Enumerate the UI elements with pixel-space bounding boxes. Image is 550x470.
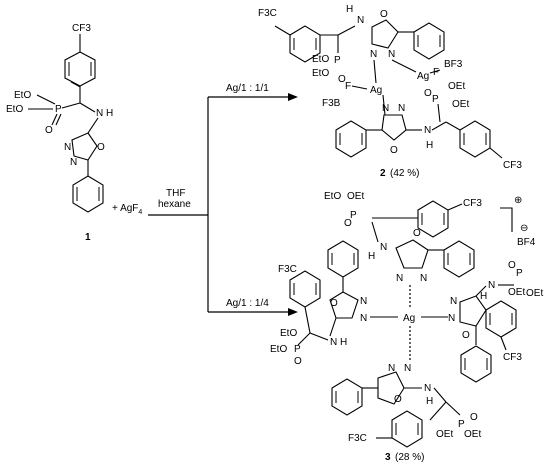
p3-n-4: N [360, 296, 367, 307]
solvent-thf: THF [166, 188, 185, 199]
p2-nh-2: N [424, 125, 431, 136]
p3-cf3-2: F3C [278, 264, 297, 275]
p3-oet-3: OEt [526, 288, 543, 299]
p-oxo-label: O [45, 125, 53, 136]
p3-h-4: H [426, 396, 433, 407]
reagent-label: + AgF4 [112, 203, 142, 216]
p3-cf3-4: F3C [348, 433, 367, 444]
p-label: P [55, 104, 62, 115]
p3-h-2: H [340, 337, 347, 348]
nh-h-label: H [106, 108, 113, 119]
p3-o-7: O [394, 394, 402, 405]
product-2-yield: (42 %) [390, 168, 419, 179]
p3-n-9: N [388, 363, 395, 374]
p3-n-7: N [450, 296, 457, 307]
p3-cf3-1: CF3 [463, 198, 482, 209]
p2-cf3-right: CF3 [503, 160, 522, 171]
p2-bf3-2: F3B [322, 98, 341, 109]
p2-h-1: H [346, 4, 353, 15]
p2-o-3: O [390, 145, 398, 156]
p3-n-8: N [404, 363, 411, 374]
ring-n-label-2: N [70, 157, 77, 168]
product-2: F3C N H P EtO EtO O O N N Ag Ag F BF3 F … [258, 4, 522, 179]
p2-n-5: N [398, 103, 405, 114]
p2-oet-1: OEt [448, 81, 465, 92]
p3-eto-2: EtO [280, 328, 297, 339]
p3-o-4: O [294, 356, 302, 367]
p3-h-3: H [480, 291, 487, 302]
p3-o-1: O [344, 218, 352, 229]
p3-oet-1: OEt [347, 191, 364, 202]
p2-ag-2: Ag [370, 85, 382, 96]
p3-p-4: P [458, 419, 465, 430]
p3-oet-2: OEt [508, 287, 525, 298]
reaction-arrows [148, 93, 298, 316]
product-3: ⊕ BF4 ⊖ Ag EtO OEt P O CF3 N H O N N F3C [270, 191, 543, 463]
p3-charge-minus: ⊖ [520, 223, 528, 234]
p3-n-3: N [420, 273, 427, 284]
p3-nh-2: N [330, 337, 337, 348]
product-2-number: 2 [380, 168, 386, 179]
p3-o-6: O [508, 260, 516, 271]
p2-o-1: O [338, 74, 346, 85]
p2-f-2: F [345, 81, 351, 92]
p2-n-2: N [370, 49, 377, 60]
p3-charge-plus: ⊕ [514, 195, 522, 206]
p3-h-1: H [368, 251, 375, 262]
nh-n-label: N [96, 108, 103, 119]
ring-o-label: O [97, 142, 105, 153]
compound-1: CF3 N H P EtO EtO O O N N 1 [6, 23, 113, 243]
p3-o-3: O [330, 298, 338, 309]
p3-ag: Ag [403, 313, 415, 324]
p2-p-2: P [432, 94, 439, 105]
p3-o-5: O [462, 330, 470, 341]
p2-f-1: F [433, 67, 439, 78]
cf3-label: CF3 [72, 23, 91, 34]
p2-eto-2: EtO [312, 68, 329, 79]
p3-eto-3: EtO [270, 344, 287, 355]
product-3-number: 3 [385, 452, 391, 463]
p3-oet-5: OEt [464, 429, 481, 440]
p3-oet-4: OEt [436, 429, 453, 440]
eto-label-1: EtO [14, 90, 31, 101]
p2-eto-1: EtO [312, 54, 329, 65]
p2-cf3-left: F3C [258, 8, 277, 19]
p3-nh-4: N [424, 383, 431, 394]
p3-p-3: P [516, 268, 523, 279]
p2-o-4: O [424, 88, 432, 99]
p2-p-1: P [334, 55, 341, 66]
p3-n-2: N [396, 273, 403, 284]
p3-n-6: N [448, 313, 455, 324]
p2-h-2: H [426, 140, 433, 151]
p3-eto-1: EtO [324, 191, 341, 202]
p3-p-1: P [350, 210, 357, 221]
p2-o-2: O [380, 9, 388, 20]
eto-label-2: EtO [6, 104, 23, 115]
solvent-hexane: hexane [158, 199, 191, 210]
condition-top: Ag/1 : 1/1 [226, 83, 269, 94]
p2-bf3-1: BF3 [444, 59, 463, 70]
p2-ag-1: Ag [417, 71, 429, 82]
p3-o-8: O [470, 412, 478, 423]
product-3-yield: (28 %) [395, 452, 424, 463]
p3-o-2: O [413, 228, 421, 239]
p3-cf3-3: CF3 [503, 352, 522, 363]
p3-nh-1: N [380, 242, 387, 253]
p2-oet-2: OEt [452, 99, 469, 110]
condition-bottom: Ag/1 : 1/4 [226, 298, 269, 309]
p2-n-4: N [382, 103, 389, 114]
compound-1-number: 1 [85, 232, 91, 243]
p2-n-3: N [388, 49, 395, 60]
ring-n-label-1: N [64, 142, 71, 153]
p2-nh-1: N [357, 15, 364, 26]
p3-p-2: P [294, 344, 301, 355]
p3-counter-ion: BF4 [517, 237, 536, 248]
p3-n-5: N [360, 313, 367, 324]
p3-nh-3: N [488, 280, 495, 291]
